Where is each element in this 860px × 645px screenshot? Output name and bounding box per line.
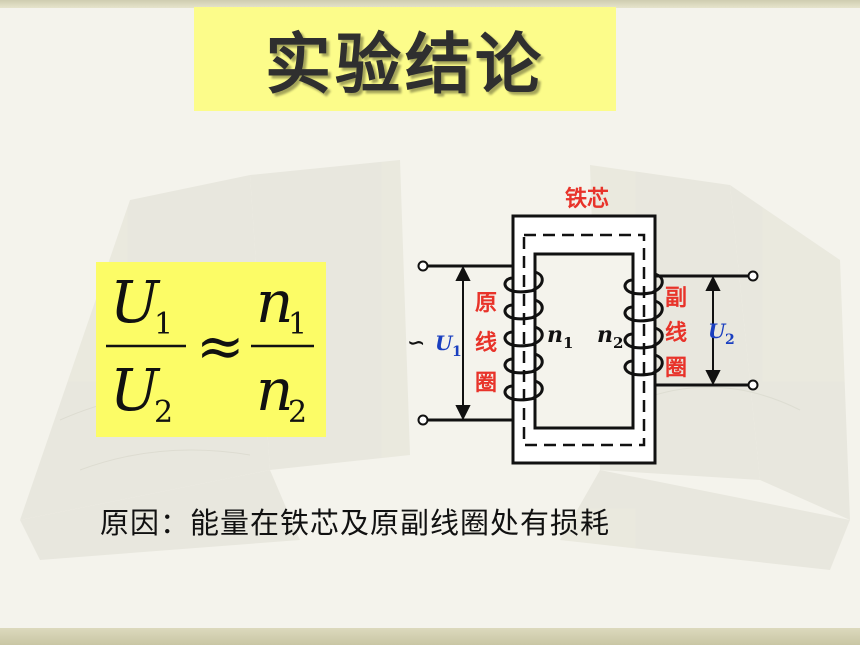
secondary-coil	[623, 272, 753, 387]
n2-label: n	[597, 322, 613, 348]
title-banner: 实验结论	[194, 7, 616, 111]
formula-denominator-left: U	[110, 356, 161, 424]
formula-numerator-left-sub: 1	[154, 307, 173, 342]
u1-arrow	[455, 265, 471, 421]
primary-label-2: 线	[475, 330, 497, 356]
formula-numerator-left: U	[110, 268, 161, 336]
bottom-border	[0, 628, 860, 645]
formula-numerator-right: n	[256, 268, 293, 336]
secondary-label-1: 副	[665, 286, 687, 311]
u2-label: U	[708, 319, 727, 343]
top-border	[0, 0, 860, 8]
formula-numerator-right-sub: 1	[288, 307, 307, 342]
secondary-terminal-bottom	[747, 379, 759, 391]
core-dashed-path	[522, 233, 646, 447]
primary-terminal-bottom	[417, 414, 429, 426]
u2-sub: 2	[725, 332, 735, 348]
core-label: 铁芯	[565, 186, 609, 212]
core-inner	[533, 252, 635, 430]
ratio-formula: U 1 U 2 ≈ n 1 n 2	[96, 262, 326, 437]
transformer-diagram: 铁芯 ∽ U 1 原 线 圈 n 1 n 2	[407, 186, 759, 465]
secondary-label-2: 线	[665, 320, 687, 346]
n1-label: n	[547, 322, 563, 348]
secondary-label-3: 圈	[665, 356, 687, 381]
formula-denominator-right-sub: 2	[288, 395, 307, 430]
n1-sub: 1	[563, 334, 573, 352]
u1-sub: 1	[452, 344, 462, 360]
primary-coil	[423, 264, 544, 422]
u2-arrow	[705, 275, 721, 386]
formula-denominator-left-sub: 2	[154, 395, 173, 430]
formula-denominator-right: n	[256, 356, 293, 424]
n2-sub: 2	[613, 334, 623, 352]
primary-label-1: 原	[475, 291, 497, 316]
primary-label-3: 圈	[475, 371, 497, 396]
reason-text: 原因：能量在铁芯及原副线圈处有损耗	[100, 506, 611, 540]
secondary-terminal-top	[747, 270, 759, 282]
formula-operator: ≈	[196, 312, 245, 380]
u1-label: U	[435, 331, 454, 355]
primary-terminal-top	[417, 260, 429, 272]
ac-source-symbol: ∽	[407, 330, 425, 356]
slide-title: 实验结论	[265, 26, 545, 103]
